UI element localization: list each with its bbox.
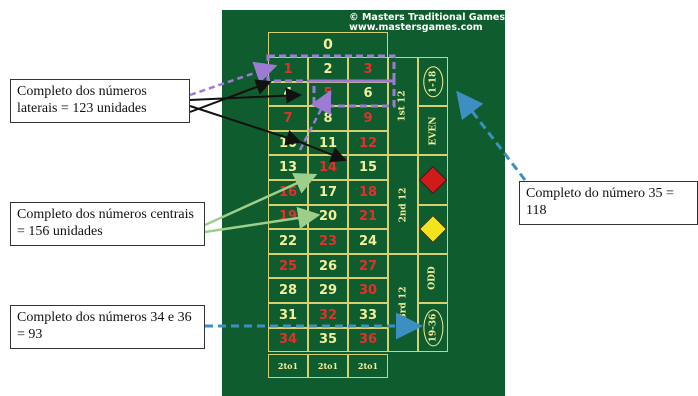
credit-text: © Masters Traditional Games www.mastersg… xyxy=(349,13,505,33)
arrow-35 xyxy=(456,90,527,181)
arrow-centrais-2 xyxy=(204,206,321,234)
arrow-black-4 xyxy=(189,79,272,113)
arrow-black-3 xyxy=(299,141,347,163)
number-cell-28[interactable]: 28 xyxy=(268,278,308,303)
credit-line-1: © Masters Traditional Games xyxy=(349,12,505,23)
number-cell-13[interactable]: 13 xyxy=(268,155,308,180)
number-cell-36[interactable]: 36 xyxy=(348,327,388,353)
number-cell-18[interactable]: 18 xyxy=(348,180,388,205)
number-cell-29[interactable]: 29 xyxy=(308,278,348,303)
number-cell-26[interactable]: 26 xyxy=(308,253,348,279)
dozen-bet-3[interactable]: 3rd 12 xyxy=(388,253,418,353)
number-cell-25[interactable]: 25 xyxy=(268,253,308,279)
arrow-black-1 xyxy=(189,87,302,104)
number-cell-27[interactable]: 27 xyxy=(348,253,388,279)
arrow-laterais-to-5 xyxy=(298,89,332,151)
arrow-centrais-1 xyxy=(204,173,318,227)
number-cell-14[interactable]: 14 xyxy=(308,155,348,180)
highlight-5-6 xyxy=(312,79,396,108)
credit-line-2: www.mastersgames.com xyxy=(349,22,483,33)
note-centrais: Completo dos números centrais = 156 unid… xyxy=(10,202,205,246)
outside-bet-4[interactable] xyxy=(418,204,448,254)
note-laterais: Completo dos números laterais = 123 unid… xyxy=(10,79,190,123)
number-cell-12[interactable]: 12 xyxy=(348,130,388,156)
dozen-bet-2[interactable]: 2nd 12 xyxy=(388,155,418,254)
number-cell-15[interactable]: 15 xyxy=(348,155,388,180)
outside-bet-3[interactable] xyxy=(418,155,448,205)
number-cell-34[interactable]: 34 xyxy=(268,327,308,353)
number-cell-24[interactable]: 24 xyxy=(348,229,388,254)
number-cell-11[interactable]: 11 xyxy=(308,130,348,156)
number-cell-23[interactable]: 23 xyxy=(308,229,348,254)
number-cell-35[interactable]: 35 xyxy=(308,327,348,353)
outside-bet-2[interactable]: EVEN xyxy=(418,106,448,156)
arrow-black-2 xyxy=(189,105,302,146)
number-cell-21[interactable]: 21 xyxy=(348,204,388,230)
column-bet-1[interactable]: 2to1 xyxy=(268,354,308,379)
outside-bet-1[interactable]: 1-18 xyxy=(418,57,448,107)
arrow-laterais-to-1 xyxy=(189,61,278,97)
outside-bet-5[interactable]: ODD xyxy=(418,253,448,303)
column-bet-3[interactable]: 2to1 xyxy=(348,354,388,379)
number-cell-22[interactable]: 22 xyxy=(268,229,308,254)
note-35: Completo do número 35 = 118 xyxy=(519,181,698,225)
column-bet-2[interactable]: 2to1 xyxy=(308,354,348,379)
highlight-top-row xyxy=(266,54,396,83)
number-cell-9[interactable]: 9 xyxy=(348,106,388,131)
number-cell-30[interactable]: 30 xyxy=(348,278,388,303)
note-34-36: Completo dos números 34 e 36 = 93 xyxy=(10,305,205,349)
